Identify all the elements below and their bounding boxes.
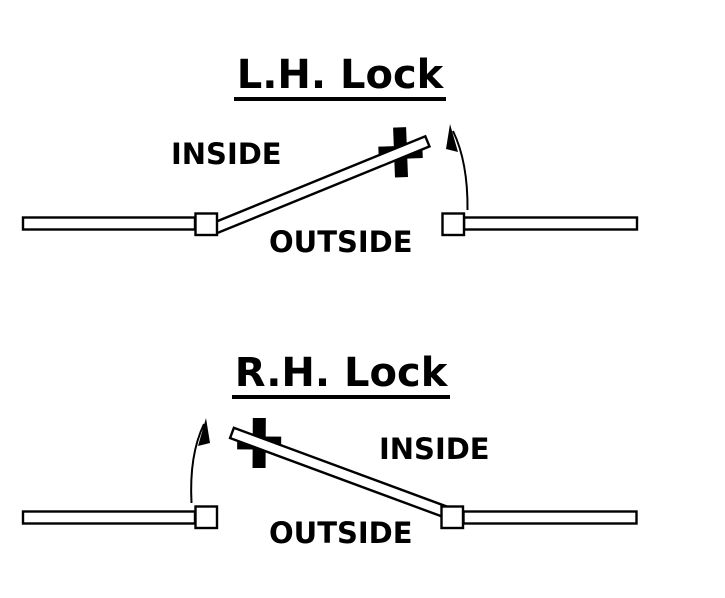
door-swing-arrow-icon [190,423,205,504]
lh-hinge-post [194,212,219,237]
rh-hinge-post [440,505,465,530]
rh-lock-diagram [21,417,638,530]
lh-strike-post [441,212,466,237]
lh-inside-label: INSIDE [171,137,282,171]
rh-lock-title-text: R.H. Lock [231,353,451,399]
lh-left-wall [21,216,197,231]
lh-outside-label: OUTSIDE [269,225,413,259]
rh-right-wall [462,510,638,525]
lh-lock-title-text: L.H. Lock [233,55,447,101]
rh-swing-arrowhead [198,418,210,446]
rh-outside-label: OUTSIDE [269,516,413,550]
lh-right-wall [462,216,639,231]
lh-swing-arrowhead [446,124,458,152]
lh-lock-diagram [21,124,639,237]
rh-strike-post [194,505,219,530]
lh-lock-title: L.H. Lock [140,55,540,101]
rh-left-wall [21,510,197,525]
door-swing-arrow-icon [452,130,469,211]
rh-lock-title: R.H. Lock [141,353,541,399]
rh-inside-label: INSIDE [379,432,490,466]
